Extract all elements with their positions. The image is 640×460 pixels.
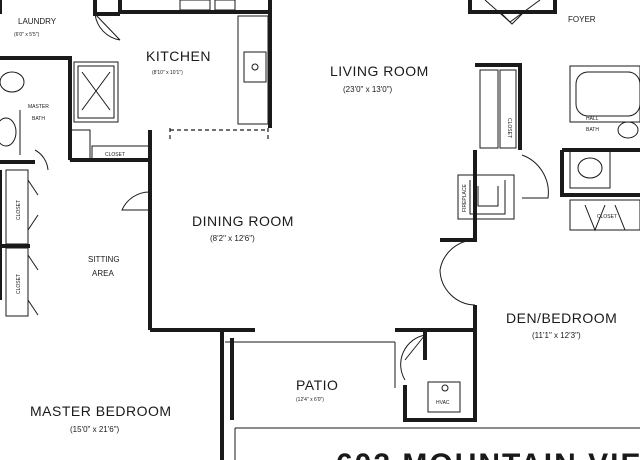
foyer-label: FOYER: [568, 15, 596, 24]
hall-bath-line1: HALL: [586, 116, 599, 122]
fireplace-label: FIREPLACE: [462, 184, 468, 212]
master-bath-line1: MASTER: [28, 104, 49, 110]
patio-dim: (12'4" x 6'0"): [296, 397, 324, 403]
laundry-dim: (6'0" x 5'5"): [14, 32, 40, 38]
room-labels: LAUNDRY (6'0" x 5'5") KITCHEN (8'10" x 1…: [14, 15, 617, 434]
hall-bath-line2: BATH: [586, 127, 599, 133]
living-room-label: LIVING ROOM: [330, 63, 429, 79]
patio-label: PATIO: [296, 377, 338, 393]
hvac-label: HVAC: [436, 400, 450, 406]
dining-room-dim: (8'2" x 12'6"): [210, 234, 255, 243]
laundry-label: LAUNDRY: [18, 17, 57, 26]
closet-label-sitting-top: CLOSET: [16, 200, 22, 220]
master-bedroom-dim: (15'0" x 21'6"): [70, 425, 120, 434]
address-footer: 602 MOUNTAIN VIEW DR: [336, 448, 640, 460]
closet-label-hall-vertical: CLOSET: [506, 118, 512, 138]
kitchen-dim: (8'10" x 10'1"): [152, 70, 183, 76]
master-bedroom-label: MASTER BEDROOM: [30, 403, 172, 419]
den-bedroom-dim: (11'1" x 12'3"): [532, 331, 581, 340]
closet-label-hall: CLOSET: [597, 214, 617, 220]
closet-label-sitting-bottom: CLOSET: [16, 274, 22, 294]
living-room-dim: (23'0" x 13'0"): [343, 85, 393, 94]
sitting-area-line2: AREA: [92, 269, 114, 278]
master-bath-line2: BATH: [32, 116, 45, 122]
sitting-area-line1: SITTING: [88, 255, 120, 264]
kitchen-label: KITCHEN: [146, 48, 211, 64]
fixture-labels: CLOSET CLOSET CLOSET CLOSET CLOSET FIREP…: [16, 118, 617, 406]
closet-label-master: CLOSET: [105, 152, 125, 158]
dining-room-label: DINING ROOM: [192, 213, 294, 229]
den-bedroom-label: DEN/BEDROOM: [506, 310, 617, 326]
